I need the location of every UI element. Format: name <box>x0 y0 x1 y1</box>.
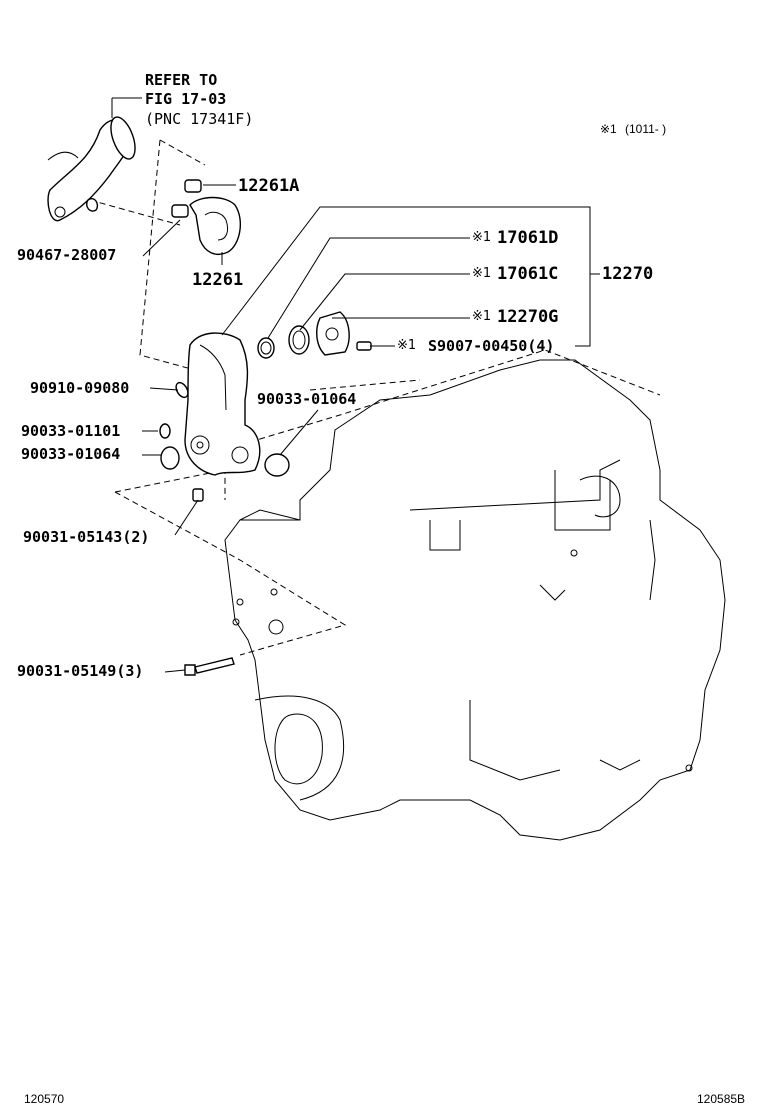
water-pipe <box>47 116 136 222</box>
part-90031-05149: 90031-05149(3) <box>17 662 144 680</box>
part-90033-01064-left: 90033-01064 <box>21 445 121 463</box>
refer-figure-label: FIG 17-03 <box>145 90 227 108</box>
mark-17061C: ※1 <box>472 266 492 281</box>
mark-S9007: ※1 <box>397 338 417 353</box>
part-12261A: 12261A <box>238 176 300 196</box>
refer-to-label: REFER TO <box>145 71 218 89</box>
part-12261: 12261 <box>192 270 244 290</box>
hose-12261 <box>171 179 242 256</box>
part-17061D: 17061D <box>497 228 559 248</box>
part-90033-01064-right: 90033-01064 <box>257 390 357 408</box>
part-90031-05143: 90031-05143(2) <box>23 528 150 546</box>
part-90033-01101: 90033-01101 <box>21 422 121 440</box>
part-90910-09080: 90910-09080 <box>30 379 130 397</box>
small-parts <box>159 381 290 676</box>
part-12270G: 12270G <box>497 307 559 327</box>
dashed-guides <box>89 139 661 656</box>
engine-block <box>224 359 726 841</box>
footer-left-code: 120570 <box>24 1092 65 1106</box>
thermostat-parts <box>257 311 372 359</box>
inlet-housing <box>184 332 261 476</box>
leader-lines <box>111 97 600 673</box>
part-S9007-00450: S9007-00450(4) <box>428 337 555 355</box>
part-17061C: 17061C <box>497 264 559 284</box>
note-text: (1011- ) <box>625 122 667 136</box>
footer-right-code: 120585B <box>697 1092 746 1106</box>
note-mark: ※1 <box>600 122 617 136</box>
mark-17061D: ※1 <box>472 230 492 245</box>
mark-12270G: ※1 <box>472 309 492 324</box>
part-90467-28007: 90467-28007 <box>17 246 117 264</box>
part-12270: 12270 <box>602 264 654 284</box>
refer-pnc-label: (PNC 17341F) <box>145 110 254 128</box>
